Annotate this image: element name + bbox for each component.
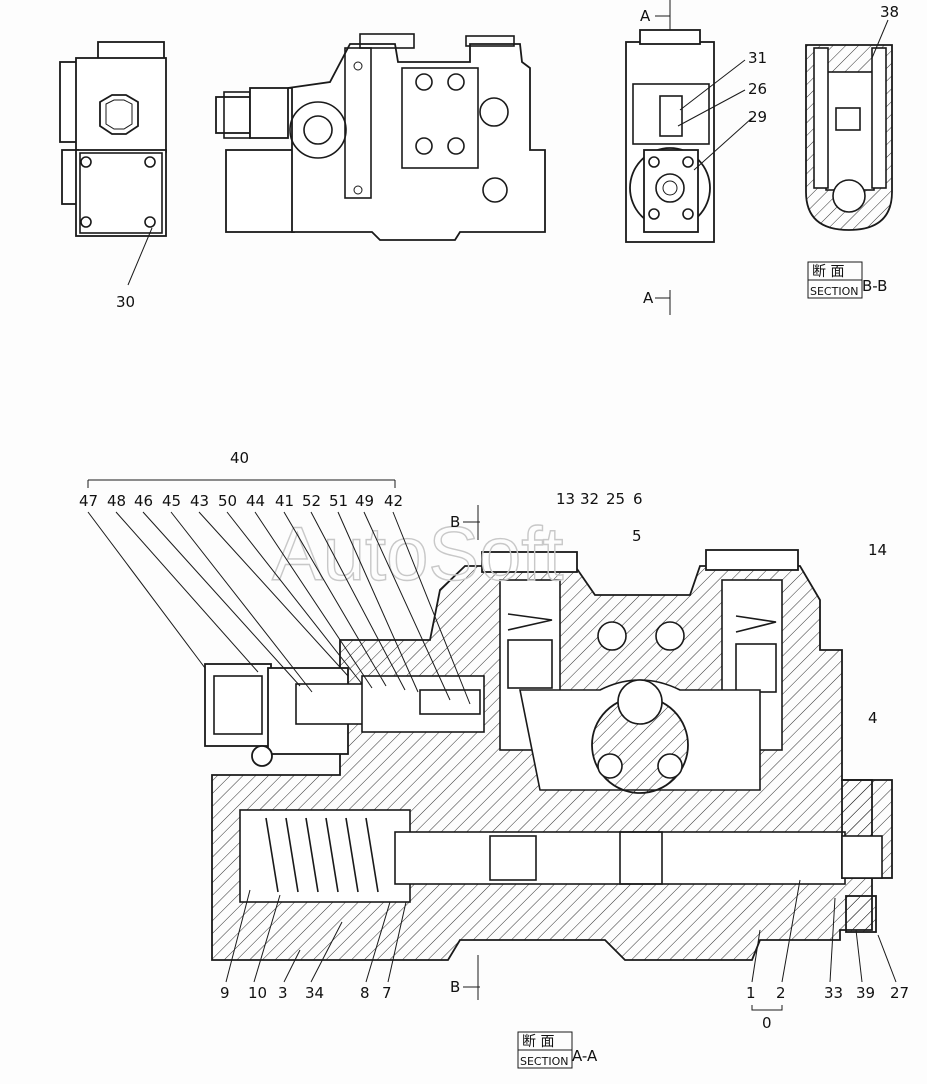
label-4: 4 [868,709,878,727]
svg-text:B-B: B-B [862,277,887,295]
label-41: 41 [275,492,294,510]
leader-line-52 [310,511,406,691]
leader-line-27 [877,934,897,983]
svg-text:A-A: A-A [572,1047,598,1065]
label-25: 25 [606,490,625,508]
leader-line-43 [198,511,349,677]
section-b-bottom-label: B [450,978,460,996]
end-view-right [625,0,753,315]
leader-line-34 [310,921,343,983]
label-29: 29 [748,108,767,126]
label-2: 2 [776,984,786,1002]
leader-line-9 [225,889,251,983]
leader-line-45 [170,511,313,693]
label-3: 3 [278,984,288,1002]
leader-line-3 [283,949,301,983]
label-26: 26 [748,80,767,98]
leader-line-10 [253,894,281,983]
leader-line-41 [283,511,387,687]
section-markers [463,15,670,1000]
label-13: 13 [556,490,575,508]
leader-line-7 [387,901,407,983]
leader-line-50 [226,511,363,685]
watermark-text: AutoSoft [272,512,564,597]
leader-line-2 [781,879,801,983]
label-52: 52 [302,492,321,510]
svg-text:SECTION: SECTION [810,285,858,298]
label-0: 0 [762,1014,772,1032]
leader-line-47 [87,511,206,669]
label-45: 45 [162,492,181,510]
label-8: 8 [360,984,370,1002]
leader-line-39 [855,929,863,983]
svg-text:断 面: 断 面 [522,1034,554,1050]
label-51: 51 [329,492,348,510]
leader-line-8 [365,901,391,983]
label-42: 42 [384,492,403,510]
leader-line-49 [363,511,451,701]
leader-line-44 [254,511,373,689]
group-40-items: 47 48 46 45 43 50 44 41 52 51 49 42 [79,492,471,705]
caption-aa: 断 面 SECTION A-A [517,1031,598,1069]
leader-line-1 [751,929,761,983]
caption-bb: 断 面 SECTION B-B [807,261,887,299]
section-bb-view [805,19,893,231]
side-view [215,33,546,241]
end-view-left [59,41,167,286]
leader-line-42 [392,511,471,705]
svg-text:SECTION: SECTION [520,1055,568,1068]
section-b-top-label: B [450,513,460,531]
label-33: 33 [824,984,843,1002]
label-47: 47 [79,492,98,510]
leader-line-51 [337,511,419,693]
label-9: 9 [220,984,230,1002]
label-10: 10 [248,984,267,1002]
label-44: 44 [246,492,265,510]
section-aa-view [87,479,893,961]
label-48: 48 [107,492,126,510]
label-46: 46 [134,492,153,510]
label-43: 43 [190,492,209,510]
label-39: 39 [856,984,875,1002]
label-30: 30 [116,293,135,311]
label-5: 5 [632,527,642,545]
label-14: 14 [868,541,887,559]
label-38: 38 [880,3,899,21]
label-7: 7 [382,984,392,1002]
label-40: 40 [230,449,249,467]
svg-text:断 面: 断 面 [812,264,844,280]
leader-line-33 [829,897,836,983]
label-1: 1 [746,984,756,1002]
label-32: 32 [580,490,599,508]
label-34: 34 [305,984,324,1002]
leader-line-48 [115,511,259,673]
label-6: 6 [633,490,643,508]
label-49: 49 [355,492,374,510]
section-a-bottom-label: A [643,289,654,307]
label-31: 31 [748,49,767,67]
label-50: 50 [218,492,237,510]
label-27: 27 [890,984,909,1002]
section-a-top-label: A [640,7,651,25]
leader-line-46 [142,511,301,687]
